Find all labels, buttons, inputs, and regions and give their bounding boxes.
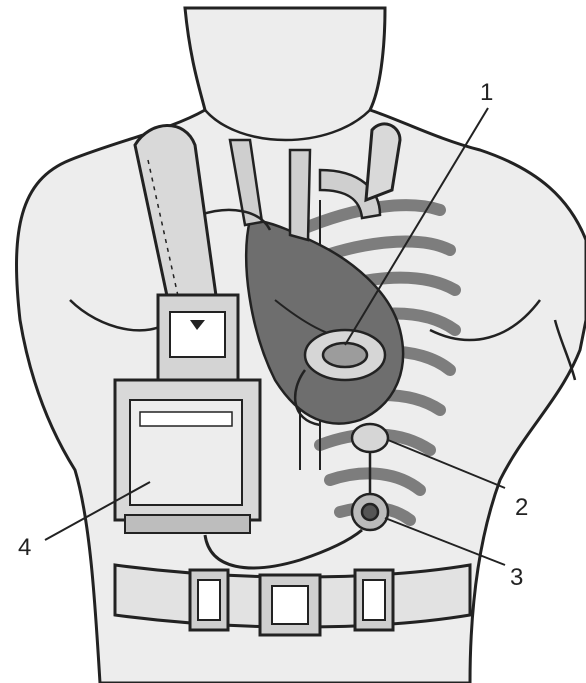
callout-label-3: 3 bbox=[510, 564, 523, 591]
callout-label-2: 2 bbox=[515, 494, 528, 521]
callout-label-1: 1 bbox=[480, 79, 493, 106]
skin-button-connector bbox=[352, 494, 388, 530]
callout-label-4: 4 bbox=[18, 534, 31, 561]
